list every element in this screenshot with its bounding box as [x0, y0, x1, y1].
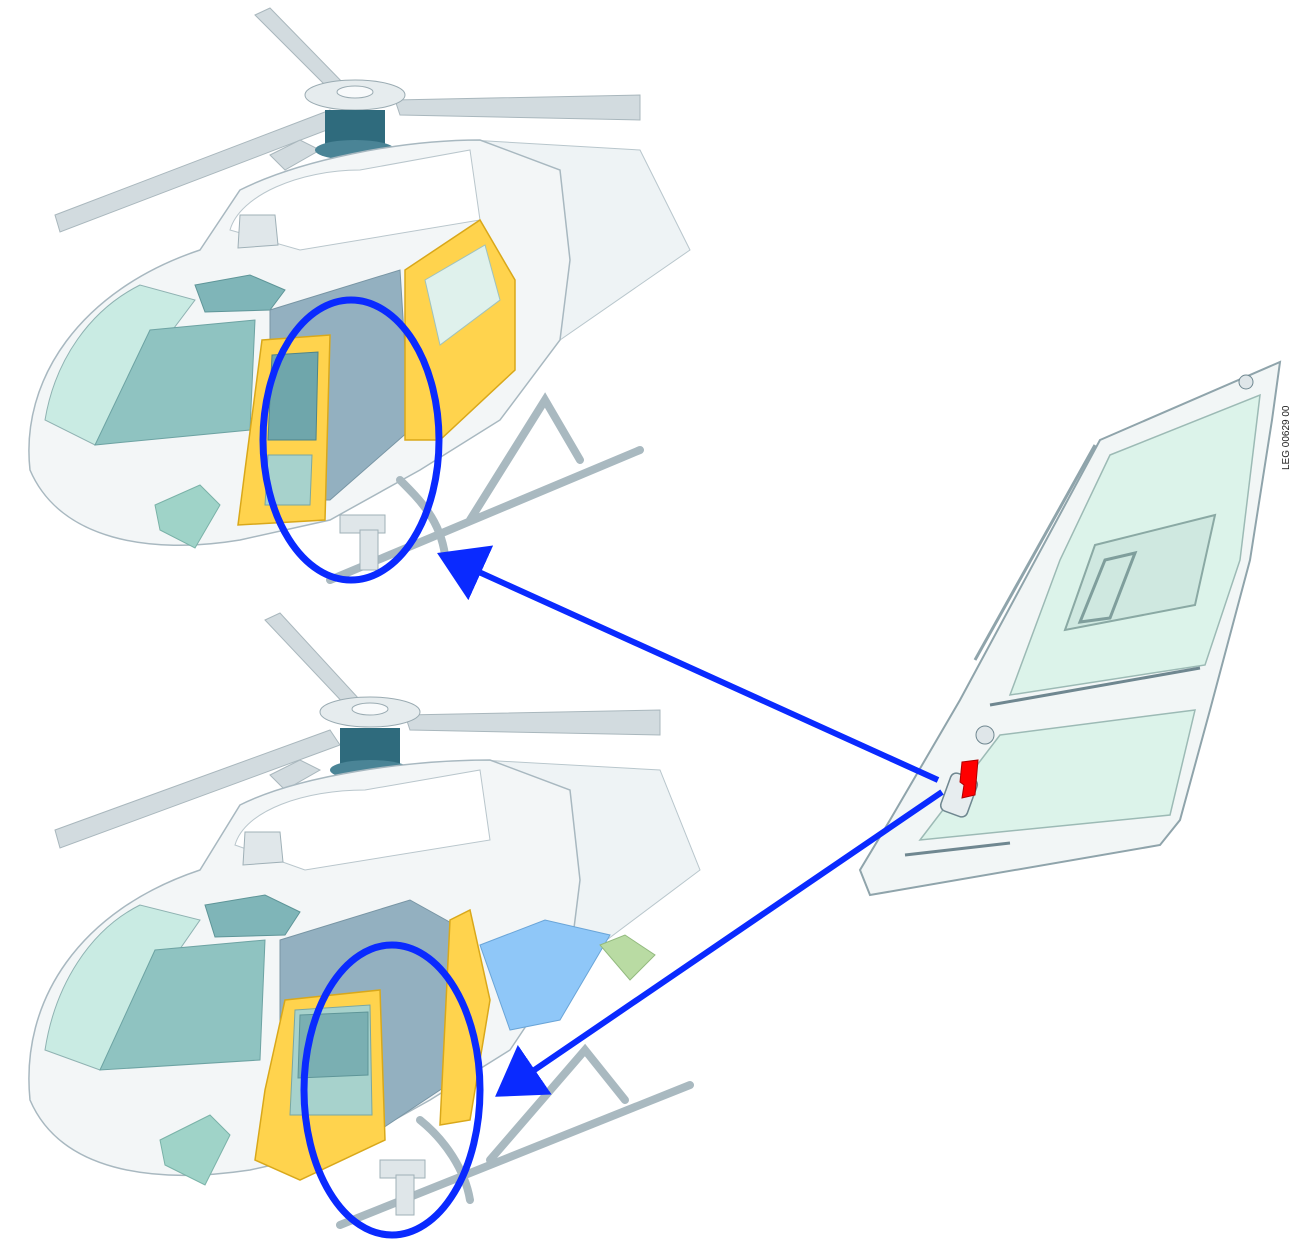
door-panel-window-frame	[1077, 550, 1138, 624]
callout-arrow-to-upper-door	[437, 545, 940, 783]
door-panel-hinge-knob	[975, 725, 995, 745]
upper-rotor-hub	[304, 79, 406, 160]
lower-door-callout-ellipse	[300, 941, 484, 1239]
reference-code-label: LEG 00629 00	[1281, 405, 1292, 471]
upper-step	[339, 514, 386, 571]
door-panel-top-knob	[1238, 374, 1254, 390]
upper-front-side-window	[94, 319, 256, 446]
lower-rotor-blades	[54, 612, 661, 849]
lower-windscreen	[44, 904, 201, 1071]
lower-step	[379, 1159, 426, 1216]
door-panel-hinge-rod	[973, 444, 1097, 661]
lower-front-side-window	[99, 939, 266, 1071]
door-panel-bottom-rod	[904, 841, 1011, 857]
upper-helicopter	[28, 7, 691, 584]
upper-cowling	[229, 149, 481, 251]
upper-front-door-window	[267, 351, 319, 441]
upper-chin-window	[154, 484, 221, 549]
upper-rotor-blades	[54, 7, 641, 233]
lower-helicopter	[28, 612, 701, 1239]
callout-arrow-to-lower-door	[495, 789, 944, 1097]
door-panel-latch-part-red	[959, 759, 979, 799]
upper-rear-door-window	[424, 244, 501, 346]
lower-blue-cover	[479, 919, 611, 1031]
lower-roof-window	[204, 894, 301, 938]
door-panel-sliding-window	[1063, 513, 1217, 632]
door-panel-strut	[989, 666, 1201, 707]
lower-chin-window	[159, 1114, 231, 1186]
upper-roof-window	[194, 274, 286, 313]
door-detail-panel	[858, 360, 1282, 897]
upper-door-callout-ellipse	[259, 296, 443, 584]
upper-air-intake	[237, 214, 279, 249]
lower-green-panel	[599, 934, 656, 981]
lower-air-intake	[242, 831, 284, 866]
lower-cowling	[234, 769, 491, 871]
upper-windscreen	[44, 284, 196, 446]
